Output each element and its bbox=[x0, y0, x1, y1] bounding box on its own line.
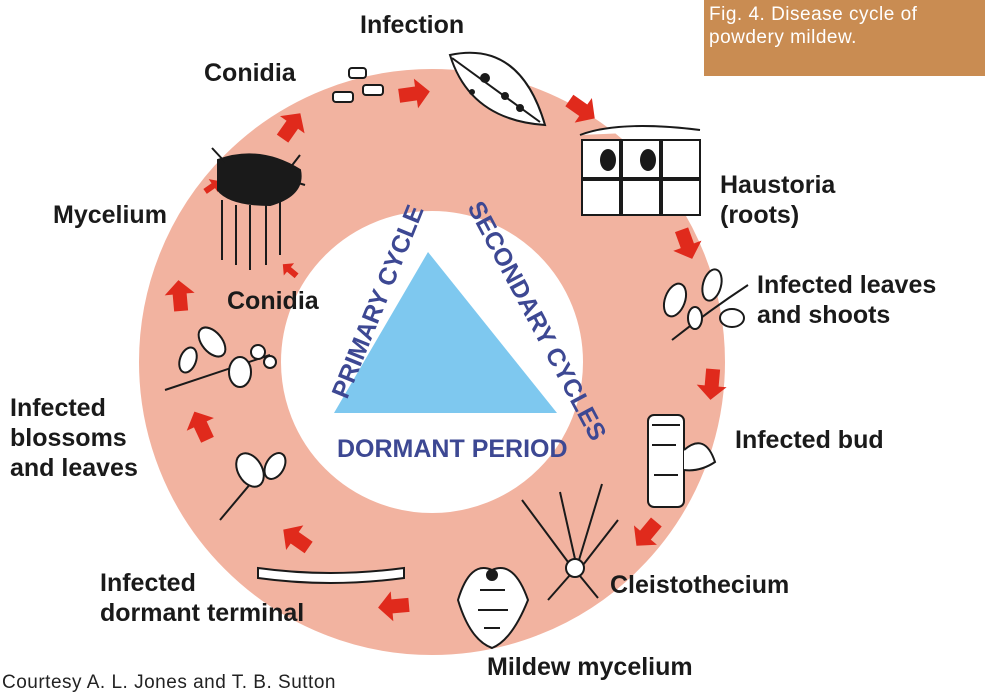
label-mildew-mycelium: Mildew mycelium bbox=[487, 652, 693, 682]
label-conidia-inner: Conidia bbox=[227, 286, 319, 316]
dormant-period-label: DORMANT PERIOD bbox=[337, 435, 568, 463]
label-mycelium: Mycelium bbox=[53, 200, 167, 230]
haustoria-cells-icon bbox=[580, 126, 700, 215]
credit-text: Courtesy A. L. Jones and T. B. Sutton bbox=[2, 672, 336, 694]
label-infected-bud: Infected bud bbox=[735, 425, 884, 455]
label-infection: Infection bbox=[360, 10, 464, 40]
label-conidia-top: Conidia bbox=[204, 58, 296, 88]
label-cleistothecium: Cleistothecium bbox=[610, 570, 789, 600]
label-haustoria: Haustoria(roots) bbox=[720, 170, 835, 230]
